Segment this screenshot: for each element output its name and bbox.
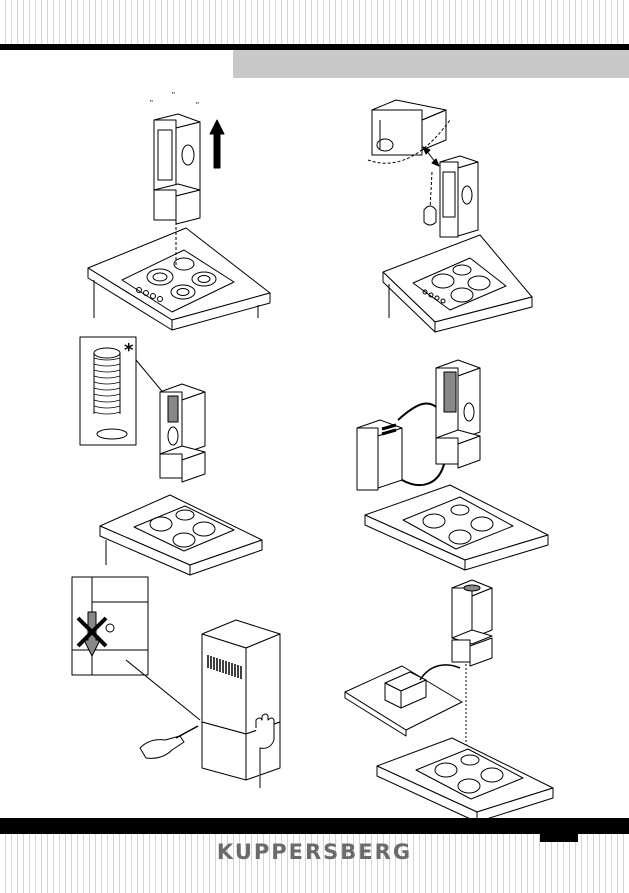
brand-logo: KUPPERSBERG <box>0 840 629 864</box>
bottom-rule <box>0 818 629 834</box>
svg-text:": " <box>150 99 153 108</box>
step-1-illustration: " " " <box>88 91 270 330</box>
step-4-illustration <box>357 360 548 570</box>
svg-text:": " <box>196 101 199 110</box>
svg-text:": " <box>172 91 175 100</box>
step-2-illustration <box>368 100 532 332</box>
step-5-illustration <box>72 577 280 788</box>
asterisk-note: * <box>124 340 134 361</box>
step-6-illustration <box>345 580 553 822</box>
step-3-illustration: * <box>80 337 262 575</box>
